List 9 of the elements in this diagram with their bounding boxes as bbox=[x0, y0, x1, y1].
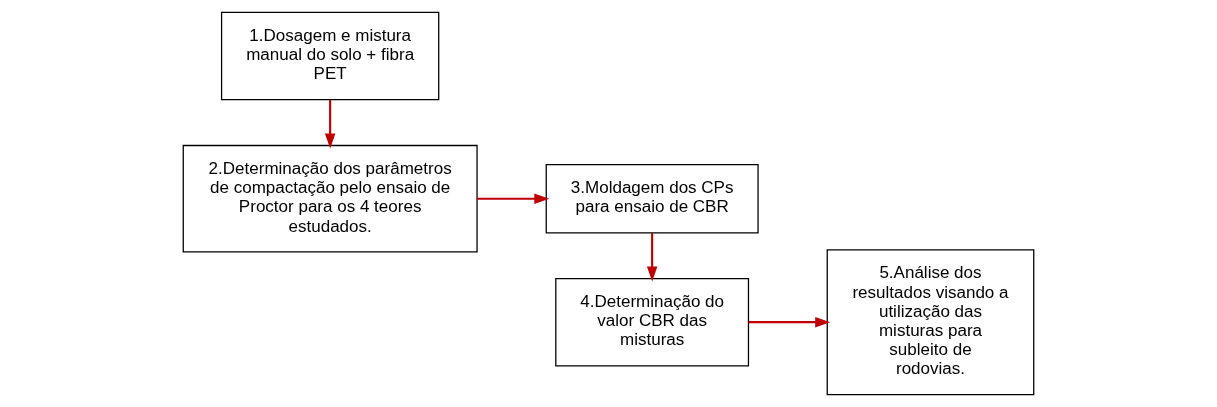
node-box: 1.Dosagem e mistura manual do solo + fibra PET bbox=[220, 11, 440, 101]
node-box: 2.Determinação dos parâmetros de compactação pelo ensaio de Proctor para os 4 teores estudados. bbox=[182, 144, 478, 253]
arrow bbox=[646, 232, 658, 282]
arrow bbox=[477, 193, 550, 204]
node-box: 5.Análise dos resultados visando a utilização das misturas para subleito de rodovias. bbox=[826, 249, 1035, 396]
arrow bbox=[324, 99, 336, 149]
arrow bbox=[748, 316, 831, 328]
node-box: 4.Determinação do valor CBR das misturas bbox=[555, 277, 750, 367]
node-box: 3.Moldagem dos CPs para ensaio de CBR bbox=[545, 164, 759, 234]
